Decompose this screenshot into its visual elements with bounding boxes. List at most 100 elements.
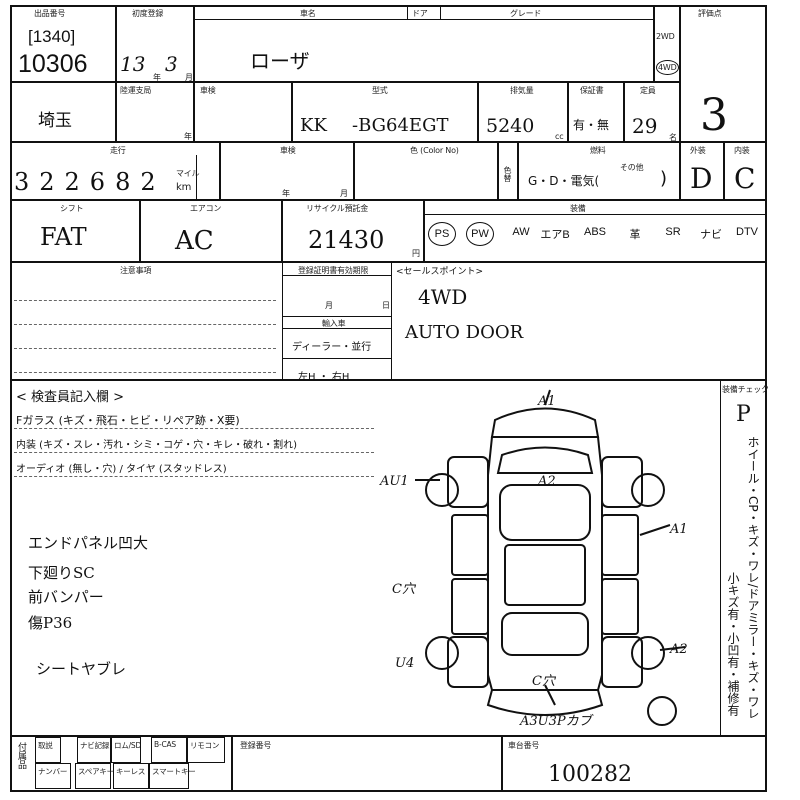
left-rear-wheel xyxy=(425,636,459,670)
accessory-rom-sd: ロム/SD xyxy=(114,741,142,750)
import-label: 輸入車 xyxy=(322,319,346,328)
door-divider xyxy=(407,5,408,19)
hand-note: 傷P36 xyxy=(28,614,73,632)
region-label: 陸運支局 xyxy=(120,86,152,95)
mile-unit: マイル xyxy=(176,169,200,178)
capacity-label: 定員 xyxy=(640,86,656,95)
diagram-mark-a1-right: A1 xyxy=(669,522,688,537)
lot-number: 10306 xyxy=(18,50,88,78)
side-title: 装備チェック xyxy=(722,385,769,394)
exterior-cell xyxy=(680,142,724,200)
shift: FAT xyxy=(40,223,87,251)
expiry-cell xyxy=(282,262,392,380)
accessory-plate: ナンバー xyxy=(38,767,68,776)
accessory-box xyxy=(149,763,189,789)
car-name: ローザ xyxy=(250,49,310,73)
door-label: ドア xyxy=(412,9,428,18)
car-name-label: 車名 xyxy=(300,9,316,18)
handle: 左H ・ 右H xyxy=(298,372,350,383)
accessory-navi-disc: ナビ記録 xyxy=(80,741,110,750)
model-label: 型式 xyxy=(372,86,388,95)
audio-line: オーディオ (無し・穴) / タイヤ (スタッドレス) xyxy=(16,464,227,475)
recycle-cell xyxy=(282,200,424,262)
import-line-2 xyxy=(282,328,392,329)
region: 埼玉 xyxy=(38,111,72,131)
diagram-mark-a2: A2 xyxy=(537,474,556,489)
interior-label: 内装 xyxy=(734,146,750,155)
reg-number-cell xyxy=(232,736,502,792)
accessory-bcas: B-CAS xyxy=(154,740,176,749)
left-front-fender xyxy=(447,456,489,508)
right-front-door xyxy=(601,514,639,576)
accessory-box xyxy=(113,763,149,789)
capacity-cell xyxy=(624,82,680,142)
sales-line-2: AUTO DOOR xyxy=(405,322,524,343)
import-line xyxy=(282,316,392,317)
accessory-smart-key: スマートキー xyxy=(152,767,196,776)
shaken-year-unit: 年 xyxy=(282,189,290,198)
expiry-header-line xyxy=(282,275,392,276)
equip-option: AW xyxy=(512,226,530,238)
equip-label: 装備 xyxy=(570,204,586,213)
hood xyxy=(496,446,594,474)
inspect-line-2 xyxy=(14,452,374,453)
inspection-label: 車検 xyxy=(200,86,216,95)
shaken-month-unit: 月 xyxy=(340,189,348,198)
mark-line-3 xyxy=(639,524,671,536)
handle-line xyxy=(282,358,392,359)
first-reg-year-unit: 年 xyxy=(153,73,161,82)
right-front-fender xyxy=(601,456,643,508)
accessory-box xyxy=(187,737,225,763)
fuel-other: その他 xyxy=(620,163,644,172)
accessory-box xyxy=(111,737,141,763)
ac: AC xyxy=(175,226,214,256)
equip-option: PW xyxy=(466,222,494,246)
diagram-mark-c-left: C穴 xyxy=(392,582,417,597)
score-value: 3 xyxy=(700,90,728,141)
grade-label: グレード xyxy=(510,9,542,18)
side-strip xyxy=(720,380,767,736)
accessory-box xyxy=(35,737,61,763)
accessory-box xyxy=(151,737,187,763)
drive-4wd: 4WD xyxy=(656,60,679,75)
right-rear-door xyxy=(601,578,639,635)
warranty-cell xyxy=(568,82,624,142)
mark-line-5 xyxy=(544,684,556,706)
hand-note: エンドパネル凹大 xyxy=(28,534,149,552)
left-front-door xyxy=(451,514,489,576)
sales-point-label: <セールスポイント> xyxy=(396,267,484,277)
color-cell xyxy=(354,142,498,200)
expiry-label: 登録証明書有効期限 xyxy=(298,266,369,275)
mileage-cell xyxy=(10,142,220,200)
first-reg-label: 初度登録 xyxy=(132,9,164,18)
warranty-label: 保証書 xyxy=(580,86,604,95)
equip-option: ABS xyxy=(583,226,606,238)
mileage: 322682 xyxy=(14,168,166,196)
diagram-mark-rear: A3U3Pカブ xyxy=(519,713,594,729)
inspect-line-1 xyxy=(14,428,374,429)
left-rear-fender xyxy=(447,636,489,688)
footer-accessories xyxy=(10,736,232,792)
fuel-cell xyxy=(518,142,680,200)
accessory-remote: リモコン xyxy=(190,741,220,750)
displacement-label: 排気量 xyxy=(510,86,534,95)
drive-2wd: 2WD xyxy=(656,32,675,41)
side-text-2: 小キズ有・小凹有・補修有 xyxy=(726,572,740,716)
equip-option: ナビ xyxy=(700,229,722,241)
mileage-label: 走行 xyxy=(110,146,126,155)
drive-cell xyxy=(654,5,680,82)
rear-bumper xyxy=(486,689,604,716)
km-unit: km xyxy=(176,182,192,193)
diagram-mark-a1-top: A1 xyxy=(537,394,556,409)
model: -BG64EGT xyxy=(352,115,449,136)
shaken-cell xyxy=(220,142,354,200)
windshield xyxy=(499,484,591,541)
mark-line-4 xyxy=(659,646,686,651)
score-cell xyxy=(680,5,767,142)
hand-note: 下廻りSC xyxy=(28,564,95,582)
dealer: ディーラー・並行 xyxy=(292,342,372,353)
left-rear-door xyxy=(451,578,489,635)
yen: 円 xyxy=(412,249,420,258)
equip-option: SR xyxy=(665,226,681,238)
hand-note: 前バンパー xyxy=(28,588,104,606)
